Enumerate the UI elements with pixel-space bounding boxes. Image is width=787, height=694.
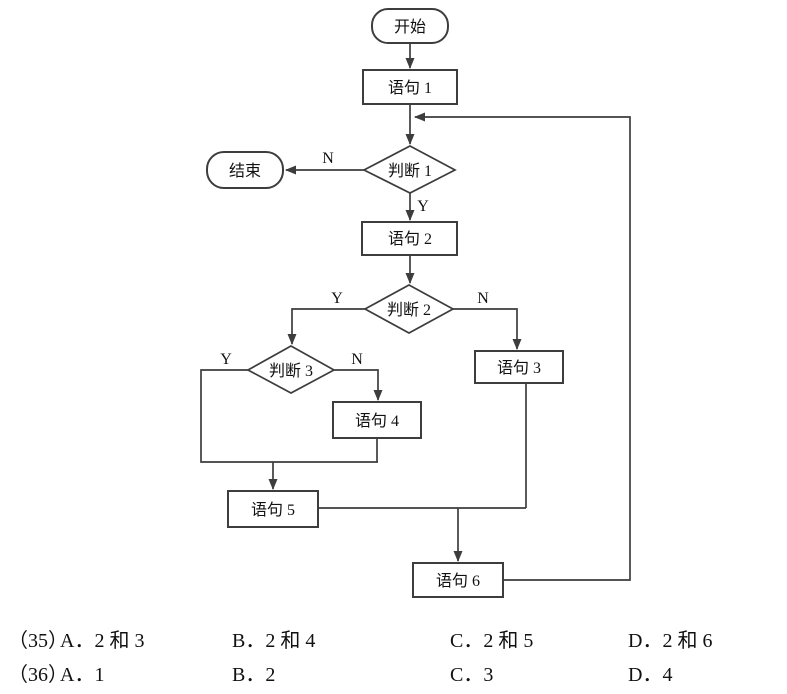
- stmt2-label: 语句 2: [388, 230, 432, 248]
- end-terminator: [206, 151, 284, 189]
- decision2-yes-label: Y: [331, 290, 343, 307]
- decision3-label: 判断 3: [269, 362, 313, 380]
- flowchart-diagram: 开始 语句 1 判断 1 结束 语句 2 判断 2 判断 3 语句 3 语句 4…: [200, 8, 631, 598]
- decision2-diamond: [363, 284, 455, 334]
- edge-loopback-stmt6-to-junction: [414, 112, 631, 581]
- flow-edges: [200, 43, 631, 581]
- decision3-no-label: N: [351, 351, 363, 368]
- question-36-row: （36） A．1 B．2 C．3 D．4: [0, 662, 787, 688]
- edge-decision3-no-to-stmt4: [334, 369, 383, 401]
- question-36-option-d: D．4: [628, 664, 673, 686]
- stmt3-label: 语句 3: [497, 359, 541, 377]
- decision3-yes-label: Y: [220, 351, 232, 368]
- stmt6-box: [412, 562, 504, 598]
- question-35-option-c: C．2 和 5: [450, 630, 534, 652]
- question-36-option-c: C．3: [450, 664, 494, 686]
- decision2-label: 判断 2: [387, 301, 431, 319]
- stmt5-box: [227, 490, 319, 528]
- start-label: 开始: [394, 18, 426, 36]
- stmt2-box: [361, 221, 458, 256]
- question-35-option-b: B．2 和 4: [232, 630, 316, 652]
- stmt5-label: 语句 5: [251, 501, 295, 519]
- question-35-number: （35）: [8, 630, 68, 652]
- decision1-label: 判断 1: [388, 162, 432, 180]
- stmt1-label: 语句 1: [388, 79, 432, 97]
- decision1-diamond: [362, 145, 457, 194]
- flow-node-labels: 开始 语句 1 判断 1 结束 语句 2 判断 2 判断 3 语句 3 语句 4…: [229, 18, 541, 590]
- stmt6-label: 语句 6: [436, 572, 480, 590]
- end-label: 结束: [229, 162, 261, 180]
- stmt4-label: 语句 4: [355, 412, 399, 430]
- question-36-option-b: B．2: [232, 664, 276, 686]
- stmt4-box: [332, 401, 422, 439]
- start-terminator: [371, 8, 449, 44]
- decision2-no-label: N: [477, 290, 489, 307]
- flow-shapes: [206, 8, 564, 598]
- flow-branch-labels: N Y Y N Y N: [220, 150, 489, 368]
- edge-decision3-yes-bypass: [200, 369, 378, 463]
- decision3-diamond: [246, 345, 336, 394]
- edge-decision2-yes-to-decision3: [287, 308, 365, 345]
- edge-decision2-no-to-stmt3: [453, 308, 522, 350]
- stmt1-box: [362, 69, 458, 105]
- stmt3-box: [474, 350, 564, 384]
- decision1-yes-label: Y: [417, 198, 429, 215]
- question-35-option-d: D．2 和 6: [628, 630, 713, 652]
- question-35-row: （35） A．2 和 3 B．2 和 4 C．2 和 5 D．2 和 6: [0, 628, 787, 654]
- question-35-option-a: A．2 和 3: [60, 630, 145, 652]
- question-36-option-a: A．1: [60, 664, 105, 686]
- question-36-number: （36）: [8, 664, 68, 686]
- decision1-no-label: N: [322, 150, 334, 167]
